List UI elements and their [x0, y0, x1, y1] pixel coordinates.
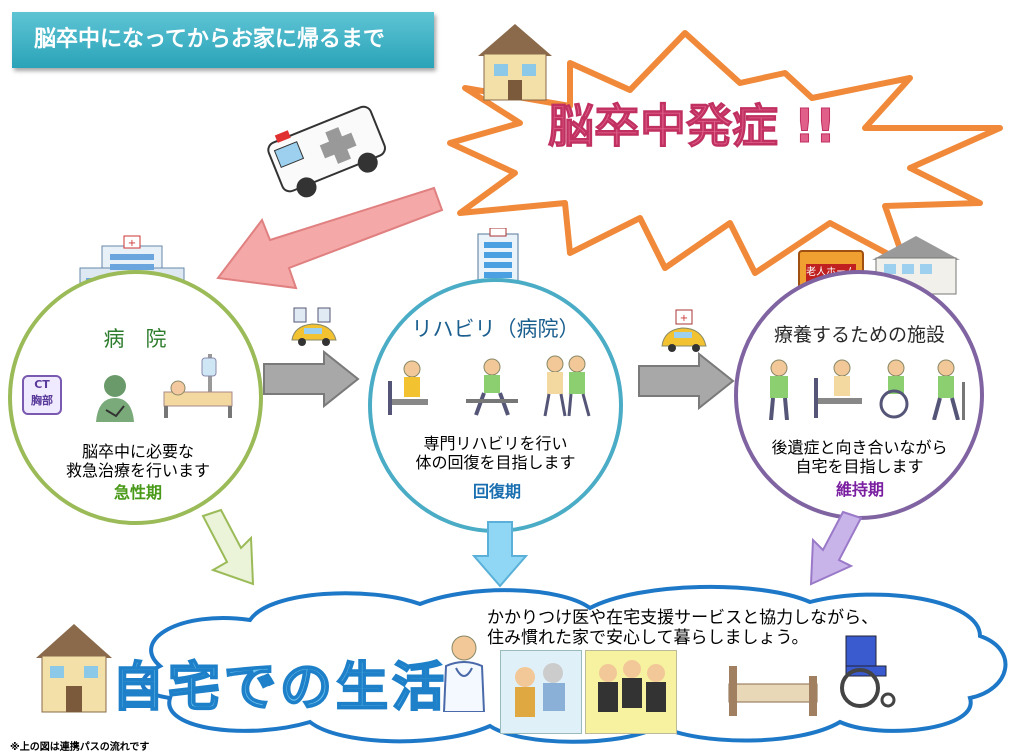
- home-house-icon: [36, 624, 112, 713]
- acute-stage-desc: 脳卒中に必要な 救急治療を行います: [38, 442, 238, 480]
- home-message-line1: かかりつけ医や在宅支援サービスと協力しながら、: [487, 608, 879, 628]
- ct-scan-icon: CT 胸部: [22, 375, 62, 415]
- care-bed-icon: [728, 666, 818, 716]
- arrow-recovery-to-home: [471, 521, 529, 588]
- walking-cane-person-icon: [932, 359, 965, 420]
- maintenance-phase-label: 維持期: [835, 480, 884, 499]
- home-message-line2: 住み慣れた家で安心して暮らしましょう。: [487, 628, 809, 648]
- maintenance-stage-desc: 後遺症と向き合いながら 自宅を目指します: [752, 438, 967, 476]
- small-ambulance-icon: [291, 307, 337, 346]
- onset-label: 脳卒中発症 !!: [548, 99, 837, 154]
- support-team-photo-icon: [585, 650, 677, 734]
- rehab-sitting-icon: [388, 360, 428, 415]
- svg-text:+: +: [680, 313, 688, 324]
- doctor-icon: [442, 635, 486, 712]
- recovery-stage-desc: 専門リハビリを行い 体の回復を目指します: [393, 434, 598, 472]
- acute-desc-line1: 脳卒中に必要な: [81, 442, 194, 461]
- wheelchair-icon: [840, 635, 896, 708]
- chest-label: 胸部: [31, 394, 53, 407]
- recovery-desc-line1: 専門リハビリを行い: [423, 434, 568, 453]
- arrow-acute-to-recovery: [263, 349, 360, 409]
- arrow-acute-to-home: [201, 508, 255, 586]
- patient-bed-icon: [163, 354, 233, 418]
- recovery-stage-circle: [368, 278, 623, 533]
- recovery-phase-label: 回復期: [472, 482, 521, 501]
- surgeon-icon: [96, 375, 134, 422]
- ambulance-icon: [267, 105, 386, 198]
- arrow-to-hospital: [216, 186, 444, 290]
- maintenance-stage-title: 療養するための施設: [773, 324, 945, 346]
- recovery-desc-line2: 体の回復を目指します: [415, 453, 576, 472]
- acute-stage-title: 病 院: [103, 327, 167, 351]
- wheelchair-person-icon: [879, 359, 909, 419]
- home-care-photo-icon: [500, 650, 582, 734]
- arrow-recovery-to-maintenance: [638, 351, 735, 411]
- acute-desc-line2: 救急治療を行います: [65, 461, 210, 480]
- home-message: かかりつけ医や在宅支援サービスと協力しながら、 住み慣れた家で安心して暮らしまし…: [487, 608, 878, 648]
- recovery-stage-title: リハビリ（病院）: [411, 317, 580, 341]
- footnote: ※上の図は連携パスの流れです: [10, 742, 150, 753]
- svg-text:+: +: [128, 238, 136, 249]
- page-title-banner: 脳卒中になってからお家に帰るまで: [12, 12, 434, 68]
- rehab-exercise-icon: [466, 358, 518, 416]
- house-icon: [478, 24, 552, 101]
- acute-phase-label: 急性期: [113, 483, 162, 502]
- page-title: 脳卒中になってからお家に帰るまで: [34, 27, 385, 52]
- maintenance-desc-line2: 自宅を目指します: [795, 457, 924, 476]
- small-ambulance-icon-2: +: [661, 309, 707, 352]
- ct-label: CT: [34, 378, 50, 391]
- maintenance-desc-line1: 後遺症と向き合いながら: [771, 438, 948, 457]
- rehab-walking-icon: [543, 355, 591, 417]
- standing-person-icon: [769, 359, 789, 420]
- arrow-maintenance-to-home: [809, 510, 863, 586]
- home-life-title: 自宅での生活: [111, 657, 449, 719]
- bed-sitting-icon: [814, 359, 862, 418]
- onset-burst: [447, 30, 1003, 276]
